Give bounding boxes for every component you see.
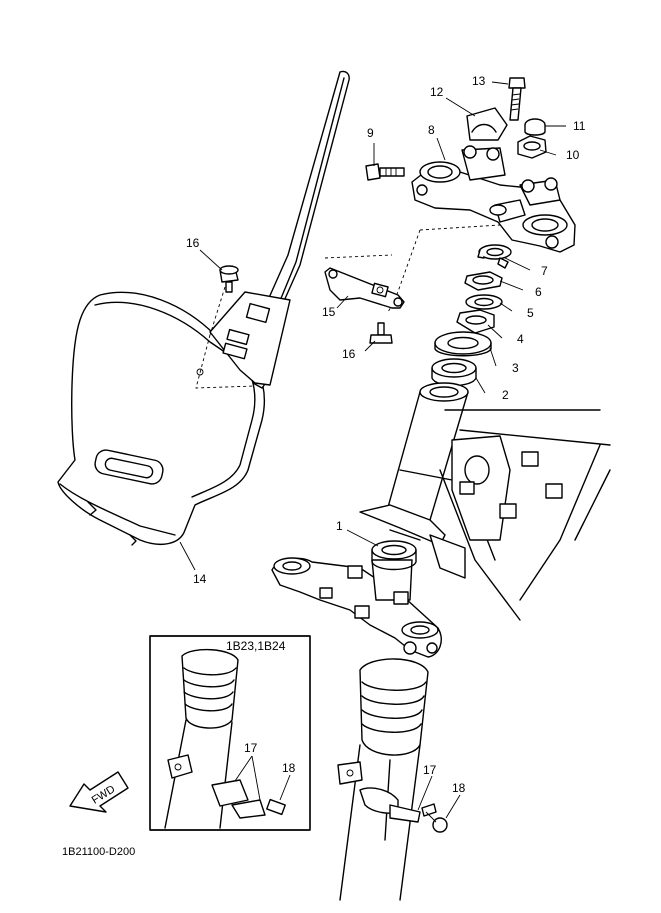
callout-17-main: 17 — [423, 763, 437, 777]
callout-4: 4 — [517, 332, 524, 346]
callout-labels: 1 2 3 4 5 6 7 8 9 10 11 12 13 14 15 16 1… — [186, 74, 586, 795]
seal-3 — [434, 331, 492, 357]
inset-panel — [149, 635, 311, 831]
callout-12: 12 — [430, 85, 444, 99]
steering-cap — [524, 118, 546, 136]
bolt-16-upper — [219, 265, 239, 293]
front-fender-stay — [195, 70, 350, 389]
callout-6: 6 — [535, 285, 542, 299]
clamp-17-right — [359, 787, 421, 823]
fwd-direction-arrow: FWD — [69, 771, 129, 813]
callout-16-upper: 16 — [186, 236, 200, 250]
callout-10: 10 — [566, 148, 580, 162]
bearing-2 — [431, 358, 477, 387]
lock-washer-7 — [477, 244, 512, 269]
upper-bracket — [411, 145, 576, 253]
callout-3: 3 — [512, 361, 519, 375]
callout-7: 7 — [541, 264, 548, 278]
front-fork-leg-right — [337, 658, 429, 901]
ring-nut-6 — [464, 271, 503, 291]
holder-bolt — [508, 77, 526, 121]
callout-9: 9 — [367, 126, 374, 140]
callout-1: 1 — [336, 519, 343, 533]
number-plate — [57, 291, 265, 546]
pinch-bolt — [365, 163, 405, 181]
callout-18-main: 18 — [452, 781, 466, 795]
bolt-18-right — [421, 803, 448, 833]
frame-head-pipe — [359, 382, 611, 621]
callout-8: 8 — [428, 123, 435, 137]
callout-5: 5 — [527, 306, 534, 320]
inset-model-label: 1B23,1B24 — [226, 639, 286, 653]
assembly-guide-line — [324, 254, 393, 259]
leader-lines — [179, 81, 566, 819]
assembly-guide-line — [419, 224, 501, 231]
callout-17-inset: 17 — [244, 741, 258, 755]
callout-18-inset: 18 — [282, 761, 296, 775]
callout-2: 2 — [502, 388, 509, 402]
steering-stem-nut — [517, 135, 547, 159]
under-bracket — [271, 557, 442, 658]
bolt-16-lower — [369, 322, 393, 344]
plate-bracket — [324, 267, 405, 309]
bearing-1 — [371, 540, 417, 571]
callout-14: 14 — [193, 572, 207, 586]
diagram-reference-code: 1B21100-D200 — [62, 846, 135, 858]
callout-13: 13 — [472, 74, 486, 88]
ring-nut-4 — [456, 309, 495, 334]
callout-16-lower: 16 — [342, 347, 356, 361]
callout-15: 15 — [322, 305, 336, 319]
callout-11: 11 — [573, 119, 586, 133]
washer-5 — [465, 294, 503, 310]
handlebar-holder — [466, 107, 508, 141]
assembly-guide-line — [387, 229, 421, 313]
